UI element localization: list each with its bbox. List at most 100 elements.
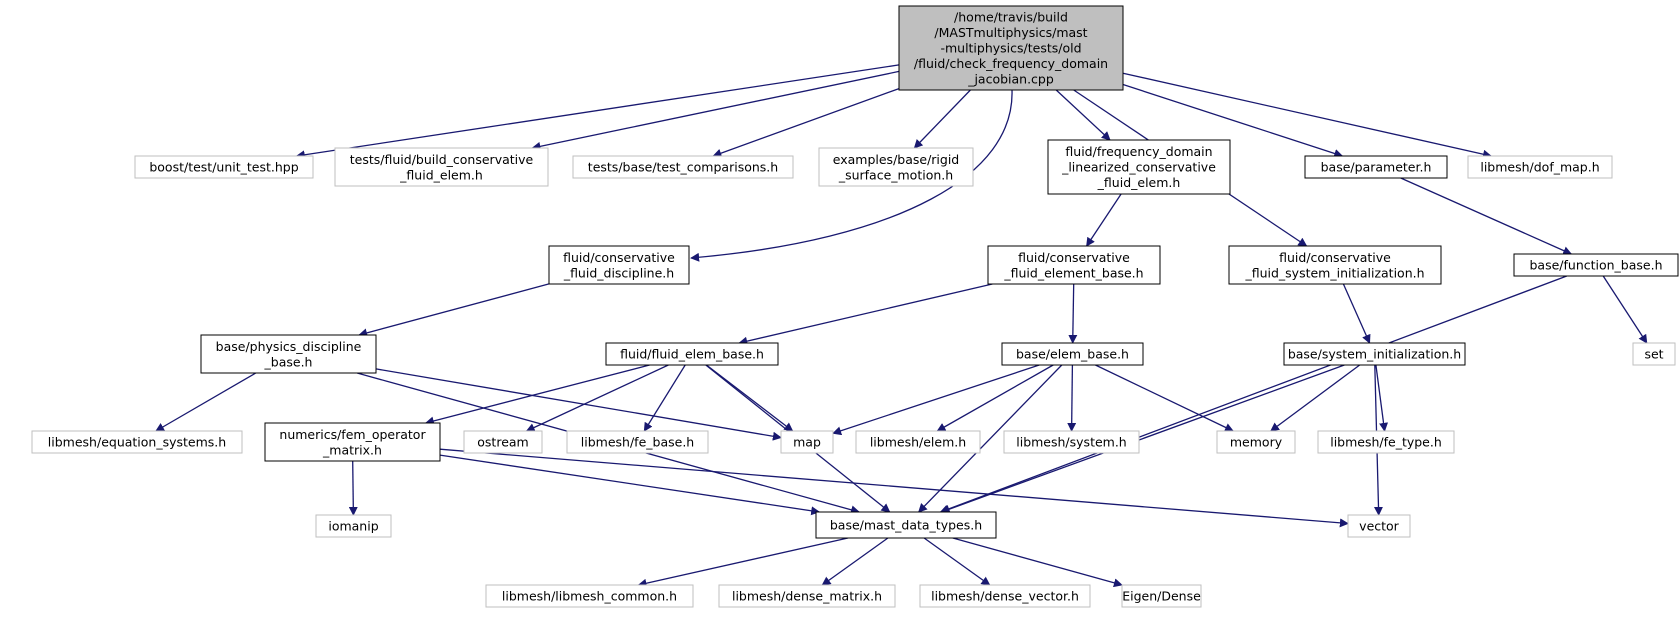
node-box-function_base [1513, 253, 1679, 277]
edge-function_base-to-mast_data [939, 275, 1568, 514]
node-box-elem_base [1001, 342, 1144, 366]
node-box-rigid [818, 147, 974, 187]
node-parameter[interactable]: base/parameter.h [1304, 155, 1448, 179]
edge-root-to-freq_lin [1055, 89, 1111, 141]
node-label-dof_map-0: libmesh/dof_map.h [1480, 160, 1599, 175]
node-box-root [898, 5, 1124, 91]
node-fluid_elem_base[interactable]: fluid/fluid_elem_base.h [605, 342, 779, 366]
edge-fluid_elem_base-to-fe_base [643, 364, 686, 432]
node-mast_data[interactable]: base/mast_data_types.h [815, 511, 997, 539]
node-phys_disc[interactable]: base/physics_discipline_base.h [200, 334, 377, 374]
node-box-sys_init [1283, 342, 1466, 366]
node-label-memory-0: memory [1230, 435, 1283, 450]
node-eq_sys: libmesh/equation_systems.h [31, 430, 243, 454]
node-box-test_comp [572, 155, 794, 179]
edge-mast_data-to-libmesh_common [637, 537, 849, 588]
edge-phys_disc-to-eq_sys [155, 372, 257, 432]
node-box-build_cons [334, 147, 549, 187]
node-label-iomanip-0: iomanip [328, 519, 378, 534]
node-label-freq_lin-1: _linearized_conservative [1061, 160, 1216, 175]
edge-freq_lin-to-cons_elem_base [1086, 193, 1122, 247]
node-box-elem_h [855, 430, 981, 454]
edge-fluid_elem_base-to-ostream [525, 364, 669, 432]
edge-fluid_elem_base-to-map [706, 364, 794, 432]
node-sys_init[interactable]: base/system_initialization.h [1283, 342, 1466, 366]
node-label-cons_disc-1: _fluid_discipline.h [563, 265, 674, 280]
node-label-cons_sys_init-0: fluid/conservative [1279, 250, 1391, 265]
node-build_cons: tests/fluid/build_conservative_fluid_ele… [334, 147, 549, 187]
node-cons_sys_init[interactable]: fluid/conservative_fluid_system_initiali… [1228, 245, 1442, 285]
node-box-dof_map [1467, 155, 1613, 179]
node-box-fem_op [264, 422, 441, 462]
edge-fluid_elem_base-to-fem_op [424, 364, 650, 426]
node-box-eq_sys [31, 430, 243, 454]
edge-elem_base-to-map [832, 364, 1040, 436]
node-box-set [1632, 342, 1676, 366]
node-box-unit_test [134, 155, 314, 179]
edge-mast_data-to-dense_vector [923, 537, 991, 586]
node-box-cons_disc [548, 245, 690, 285]
edge-root-to-dof_map [1122, 72, 1492, 159]
node-label-eigen-0: Eigen/Dense [1122, 589, 1201, 604]
node-label-set-0: set [1644, 347, 1663, 362]
node-cons_elem_base[interactable]: fluid/conservative_fluid_element_base.h [987, 245, 1161, 285]
node-label-parameter-0: base/parameter.h [1321, 160, 1432, 175]
node-label-function_base-0: base/function_base.h [1529, 258, 1662, 273]
edge-fem_op-to-mast_data [439, 454, 821, 516]
node-label-system_h-0: libmesh/system.h [1016, 435, 1126, 450]
node-set: set [1632, 342, 1676, 366]
node-box-cons_elem_base [987, 245, 1161, 285]
node-box-phys_disc [200, 334, 377, 374]
node-dof_map: libmesh/dof_map.h [1467, 155, 1613, 179]
node-box-iomanip [315, 514, 392, 538]
node-label-sys_init-0: base/system_initialization.h [1288, 347, 1461, 362]
edge-root-to-test_comp [712, 87, 900, 158]
node-box-freq_lin [1047, 139, 1231, 195]
edge-fem_op-to-vector [439, 448, 1349, 528]
node-label-build_cons-0: tests/fluid/build_conservative [350, 152, 534, 167]
edge-root-to-build_cons [531, 70, 900, 151]
node-eigen: Eigen/Dense [1121, 584, 1202, 608]
node-label-fe_base-0: libmesh/fe_base.h [581, 435, 694, 450]
node-test_comp: tests/base/test_comparisons.h [572, 155, 794, 179]
node-box-fluid_elem_base [605, 342, 779, 366]
edge-function_base-to-set [1602, 275, 1648, 344]
node-elem_h: libmesh/elem.h [855, 430, 981, 454]
edge-mast_data-to-dense_matrix [821, 537, 889, 586]
node-box-cons_sys_init [1228, 245, 1442, 285]
node-label-phys_disc-0: base/physics_discipline [216, 339, 362, 354]
node-label-freq_lin-0: fluid/frequency_domain [1065, 144, 1212, 159]
node-label-eq_sys-0: libmesh/equation_systems.h [48, 435, 226, 450]
node-memory: memory [1216, 430, 1296, 454]
node-label-cons_sys_init-1: _fluid_system_initialization.h [1244, 265, 1424, 280]
node-label-elem_base-0: base/elem_base.h [1016, 347, 1129, 362]
node-label-freq_lin-2: _fluid_elem.h [1097, 175, 1181, 190]
node-fem_op[interactable]: numerics/fem_operator_matrix.h [264, 422, 441, 462]
node-dense_vector: libmesh/dense_vector.h [919, 584, 1091, 608]
node-cons_disc[interactable]: fluid/conservative_fluid_discipline.h [548, 245, 690, 285]
node-freq_lin[interactable]: fluid/frequency_domain_linearized_conser… [1047, 139, 1231, 195]
node-function_base[interactable]: base/function_base.h [1513, 253, 1679, 277]
node-label-cons_elem_base-0: fluid/conservative [1018, 250, 1130, 265]
node-fe_type: libmesh/fe_type.h [1317, 430, 1455, 454]
node-fe_base: libmesh/fe_base.h [566, 430, 709, 454]
node-box-parameter [1304, 155, 1448, 179]
node-box-fe_base [566, 430, 709, 454]
node-label-fluid_elem_base-0: fluid/fluid_elem_base.h [620, 347, 764, 362]
edge-root-to-unit_test [295, 64, 900, 160]
edge-root-to-parameter [1122, 83, 1344, 158]
node-label-fem_op-0: numerics/fem_operator [279, 427, 426, 442]
node-label-root-2: -multiphysics/tests/old [940, 41, 1081, 56]
node-label-mast_data-0: base/mast_data_types.h [830, 518, 982, 533]
node-label-cons_elem_base-1: _fluid_element_base.h [1003, 265, 1143, 280]
node-root[interactable]: /home/travis/build/MASTmultiphysics/mast… [898, 5, 1124, 91]
edge-elem_base-to-system_h [1067, 364, 1077, 432]
node-box-fe_type [1317, 430, 1455, 454]
node-label-elem_h-0: libmesh/elem.h [870, 435, 966, 450]
node-box-libmesh_common [485, 584, 694, 608]
node-libmesh_common: libmesh/libmesh_common.h [485, 584, 694, 608]
node-elem_base[interactable]: base/elem_base.h [1001, 342, 1144, 366]
node-vector: vector [1347, 514, 1411, 538]
node-box-vector [1347, 514, 1411, 538]
